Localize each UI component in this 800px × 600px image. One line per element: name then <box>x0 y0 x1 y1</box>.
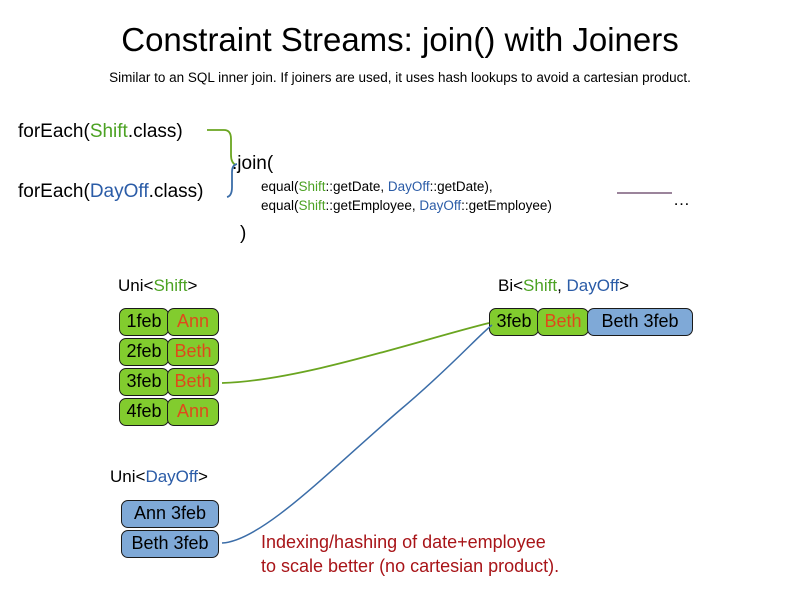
equal-1-prefix: equal( <box>261 179 299 194</box>
bi-name-cell: Beth <box>537 308 589 336</box>
caption-uni-dayoff: Uni<DayOff> <box>110 466 208 488</box>
equal-1-left-method: ::getDate, <box>325 179 388 194</box>
bi-dayoff-cell: Beth 3feb <box>587 308 693 336</box>
caption-bi-separator: , <box>557 276 567 295</box>
caption-uni-shift-type: Shift <box>153 276 188 295</box>
connector-dayoff-to-bi <box>221 324 493 544</box>
caption-uni-dayoff-prefix: Uni< <box>110 467 146 486</box>
equal-1-left-type: Shift <box>298 179 326 194</box>
table-row[interactable]: 1feb Ann <box>119 308 219 336</box>
shift-name-cell: Ann <box>167 308 219 336</box>
dayoff-cell: Beth 3feb <box>121 530 219 558</box>
equal-1-right-method: ::getDate), <box>429 179 493 194</box>
caption-bi-type-b: DayOff <box>566 276 620 295</box>
caption-bi: Bi<Shift, DayOff> <box>498 275 629 297</box>
caption-uni-shift-prefix: Uni< <box>118 276 154 295</box>
ellipsis-text: … <box>673 190 690 209</box>
shift-name-cell: Beth <box>167 338 219 366</box>
shift-date-cell: 1feb <box>119 308 169 336</box>
caption-uni-shift: Uni<Shift> <box>118 275 197 297</box>
shift-date-cell: 3feb <box>119 368 169 396</box>
caption-bi-prefix: Bi< <box>498 276 524 295</box>
foreach-shift-suffix: .class) <box>127 121 183 142</box>
caption-uni-shift-suffix: > <box>187 276 198 295</box>
caption-uni-dayoff-suffix: > <box>198 467 208 486</box>
list-item[interactable]: Beth 3feb <box>121 530 219 558</box>
caption-uni-dayoff-type: DayOff <box>145 467 199 486</box>
code-equal-line-1: equal(Shift::getDate, DayOff::getDate), <box>261 178 493 196</box>
equal-2-right-method: ::getEmployee) <box>461 198 552 213</box>
shift-name-cell: Beth <box>167 368 219 396</box>
uni-shift-fact-list: 1feb Ann 2feb Beth 3feb Beth 4feb Ann <box>119 308 219 428</box>
code-equal-line-2: equal(Shift::getEmployee, DayOff::getEmp… <box>261 197 552 215</box>
table-row[interactable]: 4feb Ann <box>119 398 219 426</box>
equal-1-right-type: DayOff <box>387 179 430 194</box>
foreach-dayoff-type: DayOff <box>89 181 149 202</box>
uni-dayoff-fact-list: Ann 3feb Beth 3feb <box>121 500 219 560</box>
foreach-shift-prefix: forEach( <box>18 121 90 142</box>
shift-date-cell: 2feb <box>119 338 169 366</box>
annotation-text: Indexing/hashing of date+employee to sca… <box>261 530 559 578</box>
equal-2-prefix: equal( <box>261 198 299 213</box>
foreach-shift-type: Shift <box>89 121 128 142</box>
page-title: Constraint Streams: join() with Joiners <box>121 21 679 58</box>
code-join-open: .join( <box>232 153 274 174</box>
shift-date-cell: 4feb <box>119 398 169 426</box>
code-join-close: ) <box>240 223 247 244</box>
connector-shift-to-bi <box>221 322 490 384</box>
foreach-dayoff-prefix: forEach( <box>18 181 90 202</box>
shift-name-cell: Ann <box>167 398 219 426</box>
equal-2-left-method: ::getEmployee, <box>325 198 420 213</box>
dayoff-cell: Ann 3feb <box>121 500 219 528</box>
equal-2-right-type: DayOff <box>419 198 462 213</box>
annotation-line-2: to scale better (no cartesian product). <box>261 556 560 576</box>
equal-2-left-type: Shift <box>298 198 326 213</box>
bi-fact-row[interactable]: 3feb Beth Beth 3feb <box>489 308 693 336</box>
code-foreach-shift: forEach(Shift.class) <box>18 120 183 144</box>
list-item[interactable]: Ann 3feb <box>121 500 219 528</box>
table-row[interactable]: 2feb Beth <box>119 338 219 366</box>
table-row[interactable]: 3feb Beth <box>119 368 219 396</box>
annotation-line-1: Indexing/hashing of date+employee <box>261 532 546 552</box>
code-foreach-dayoff: forEach(DayOff.class) <box>18 180 204 204</box>
page-subtitle: Similar to an SQL inner join. If joiners… <box>109 70 691 85</box>
foreach-dayoff-suffix: .class) <box>148 181 204 202</box>
caption-bi-type-a: Shift <box>523 276 558 295</box>
caption-bi-suffix: > <box>619 276 630 295</box>
bi-date-cell: 3feb <box>489 308 539 336</box>
